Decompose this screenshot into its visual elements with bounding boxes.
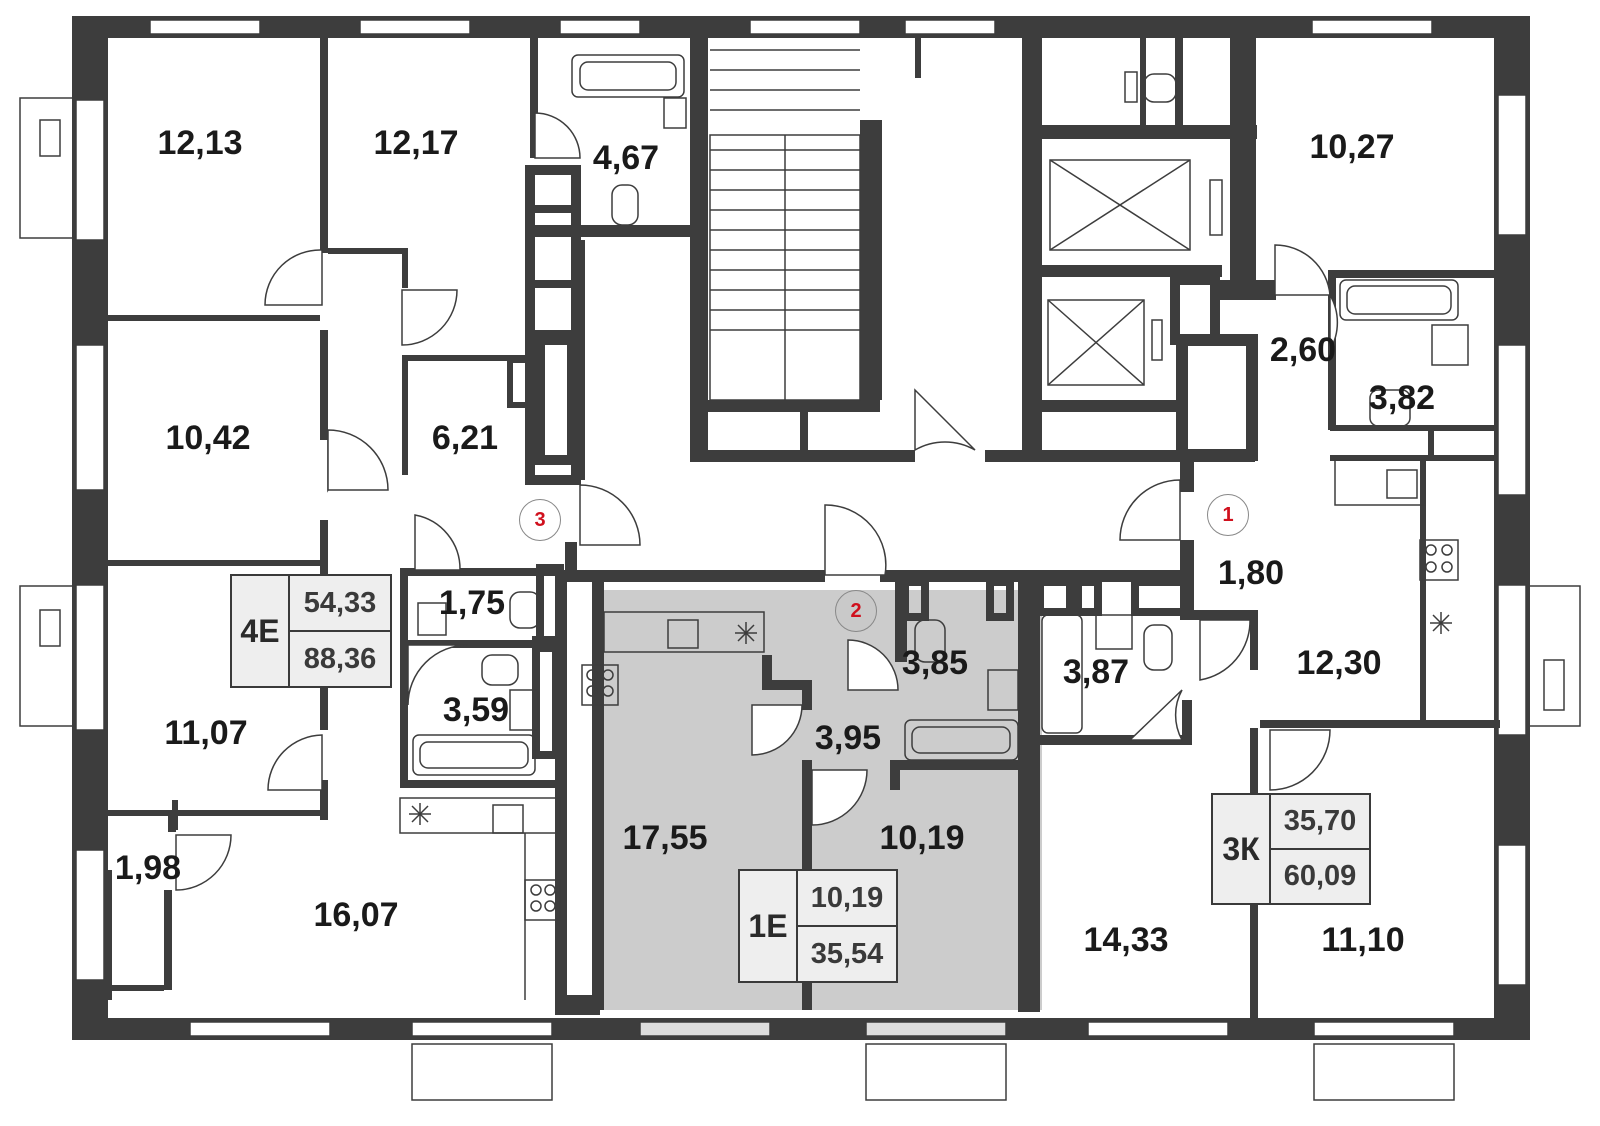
apartment-badge-4e: 4Е 54,33 88,36 [230,574,392,688]
room-area-label: 3,82 [1368,379,1436,417]
room-area-label: 10,42 [165,419,251,457]
room-area-label: 17,55 [622,819,708,857]
fixtures [399,54,1469,1000]
room-area-label: 1,75 [438,584,506,622]
room-area-label: 10,27 [1309,128,1395,166]
door-swings [175,112,1339,891]
apartment-living-area: 35,70 [1271,795,1369,850]
entrance-marker-2: 2 [835,590,877,632]
apartment-total-area: 35,54 [810,937,884,970]
elevator-shafts [1047,159,1223,386]
room-area-label: 3,87 [1062,653,1130,691]
ventilation-icons [409,612,1452,825]
stair-treads [709,49,861,401]
room-area-label: 12,13 [157,124,243,162]
apartment-total-area: 60,09 [1283,860,1357,892]
apartment-total-area: 88,36 [303,642,377,675]
room-area-label: 3,85 [901,644,969,682]
room-area-label: 6,21 [431,419,499,457]
interior-walls [104,38,1500,1028]
room-area-label: 1,98 [114,849,182,887]
apartment-code: 1Е [740,871,798,981]
room-area-label: 14,33 [1083,921,1169,959]
room-area-label: 1,80 [1217,554,1285,592]
room-area-label: 10,19 [879,819,965,857]
room-area-label: 4,67 [592,139,660,177]
apartment-code: 4Е [232,576,290,686]
apartment-badge-1e: 1Е 10,19 35,54 [738,869,898,983]
room-area-label: 11,07 [164,714,248,752]
apartment-badge-3k: 3К 35,70 60,09 [1211,793,1371,905]
room-area-label: 11,10 [1321,921,1405,959]
apartment-living-area: 10,19 [798,871,896,927]
room-area-label: 12,30 [1296,644,1382,682]
entrance-marker-1: 1 [1207,494,1249,536]
windows [75,19,1527,1037]
room-area-label: 12,17 [373,124,459,162]
room-area-label: 16,07 [313,896,399,934]
entrance-marker-3: 3 [519,499,561,541]
room-area-label: 3,95 [814,719,882,757]
apartment-code: 3К [1213,795,1271,903]
apartment-living-area: 54,33 [290,576,390,632]
room-area-label: 3,59 [442,691,510,729]
room-area-label: 2,60 [1269,331,1337,369]
